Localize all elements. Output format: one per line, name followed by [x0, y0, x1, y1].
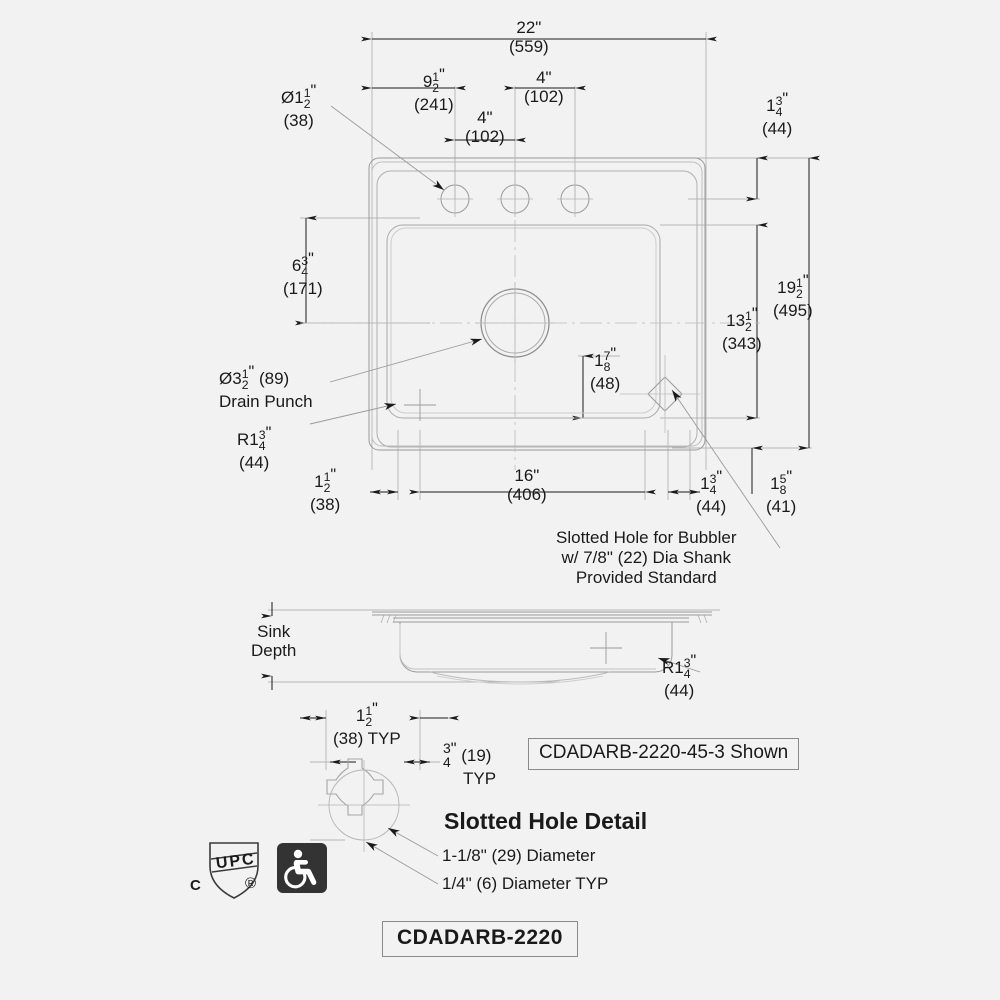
wheelchair-glyph: [284, 849, 317, 889]
dim-bowl-width: 16" (406): [507, 466, 547, 505]
upc-c-label: C: [190, 877, 201, 894]
callout-slot-diameter: 1-1/8" (29) Diameter: [442, 846, 596, 865]
dim-hole-spacing-left: 4" (102): [465, 108, 505, 147]
note-bubbler: Slotted Hole for Bubbler w/ 7/8" (22) Di…: [556, 528, 737, 587]
dim-overall-width: 22" (559): [509, 18, 549, 57]
upc-shield-icon: [209, 842, 259, 899]
callout-slot-tab-diameter: 1/4" (6) Diameter TYP: [442, 874, 609, 893]
wheelchair-accessible-icon: [277, 843, 327, 893]
slotted-hole-detail-title: Slotted Hole Detail: [444, 808, 648, 834]
label-sink-depth: Sink Depth: [251, 622, 297, 661]
model-shown-label: CDADARB-2220-45-3 Shown: [528, 738, 800, 770]
model-label: CDADARB-2220: [382, 921, 578, 957]
dim-hole-spacing-right: 4" (102): [524, 68, 564, 107]
upc-r-label: ®: [245, 875, 257, 892]
